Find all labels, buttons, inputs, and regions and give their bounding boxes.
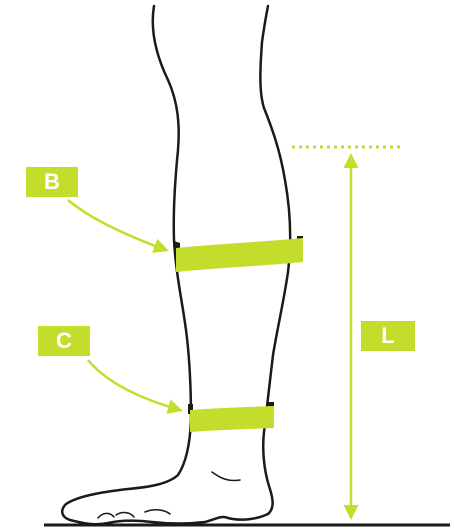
toe-detail xyxy=(98,510,170,518)
calf-band xyxy=(174,236,303,272)
arrow-b-pointer xyxy=(68,200,166,250)
label-l: L xyxy=(361,321,415,351)
ankle-crease xyxy=(212,472,240,481)
label-c: C xyxy=(38,326,90,356)
ankle-band xyxy=(188,402,274,432)
arrow-c-pointer xyxy=(88,360,180,410)
label-b: B xyxy=(26,167,78,197)
